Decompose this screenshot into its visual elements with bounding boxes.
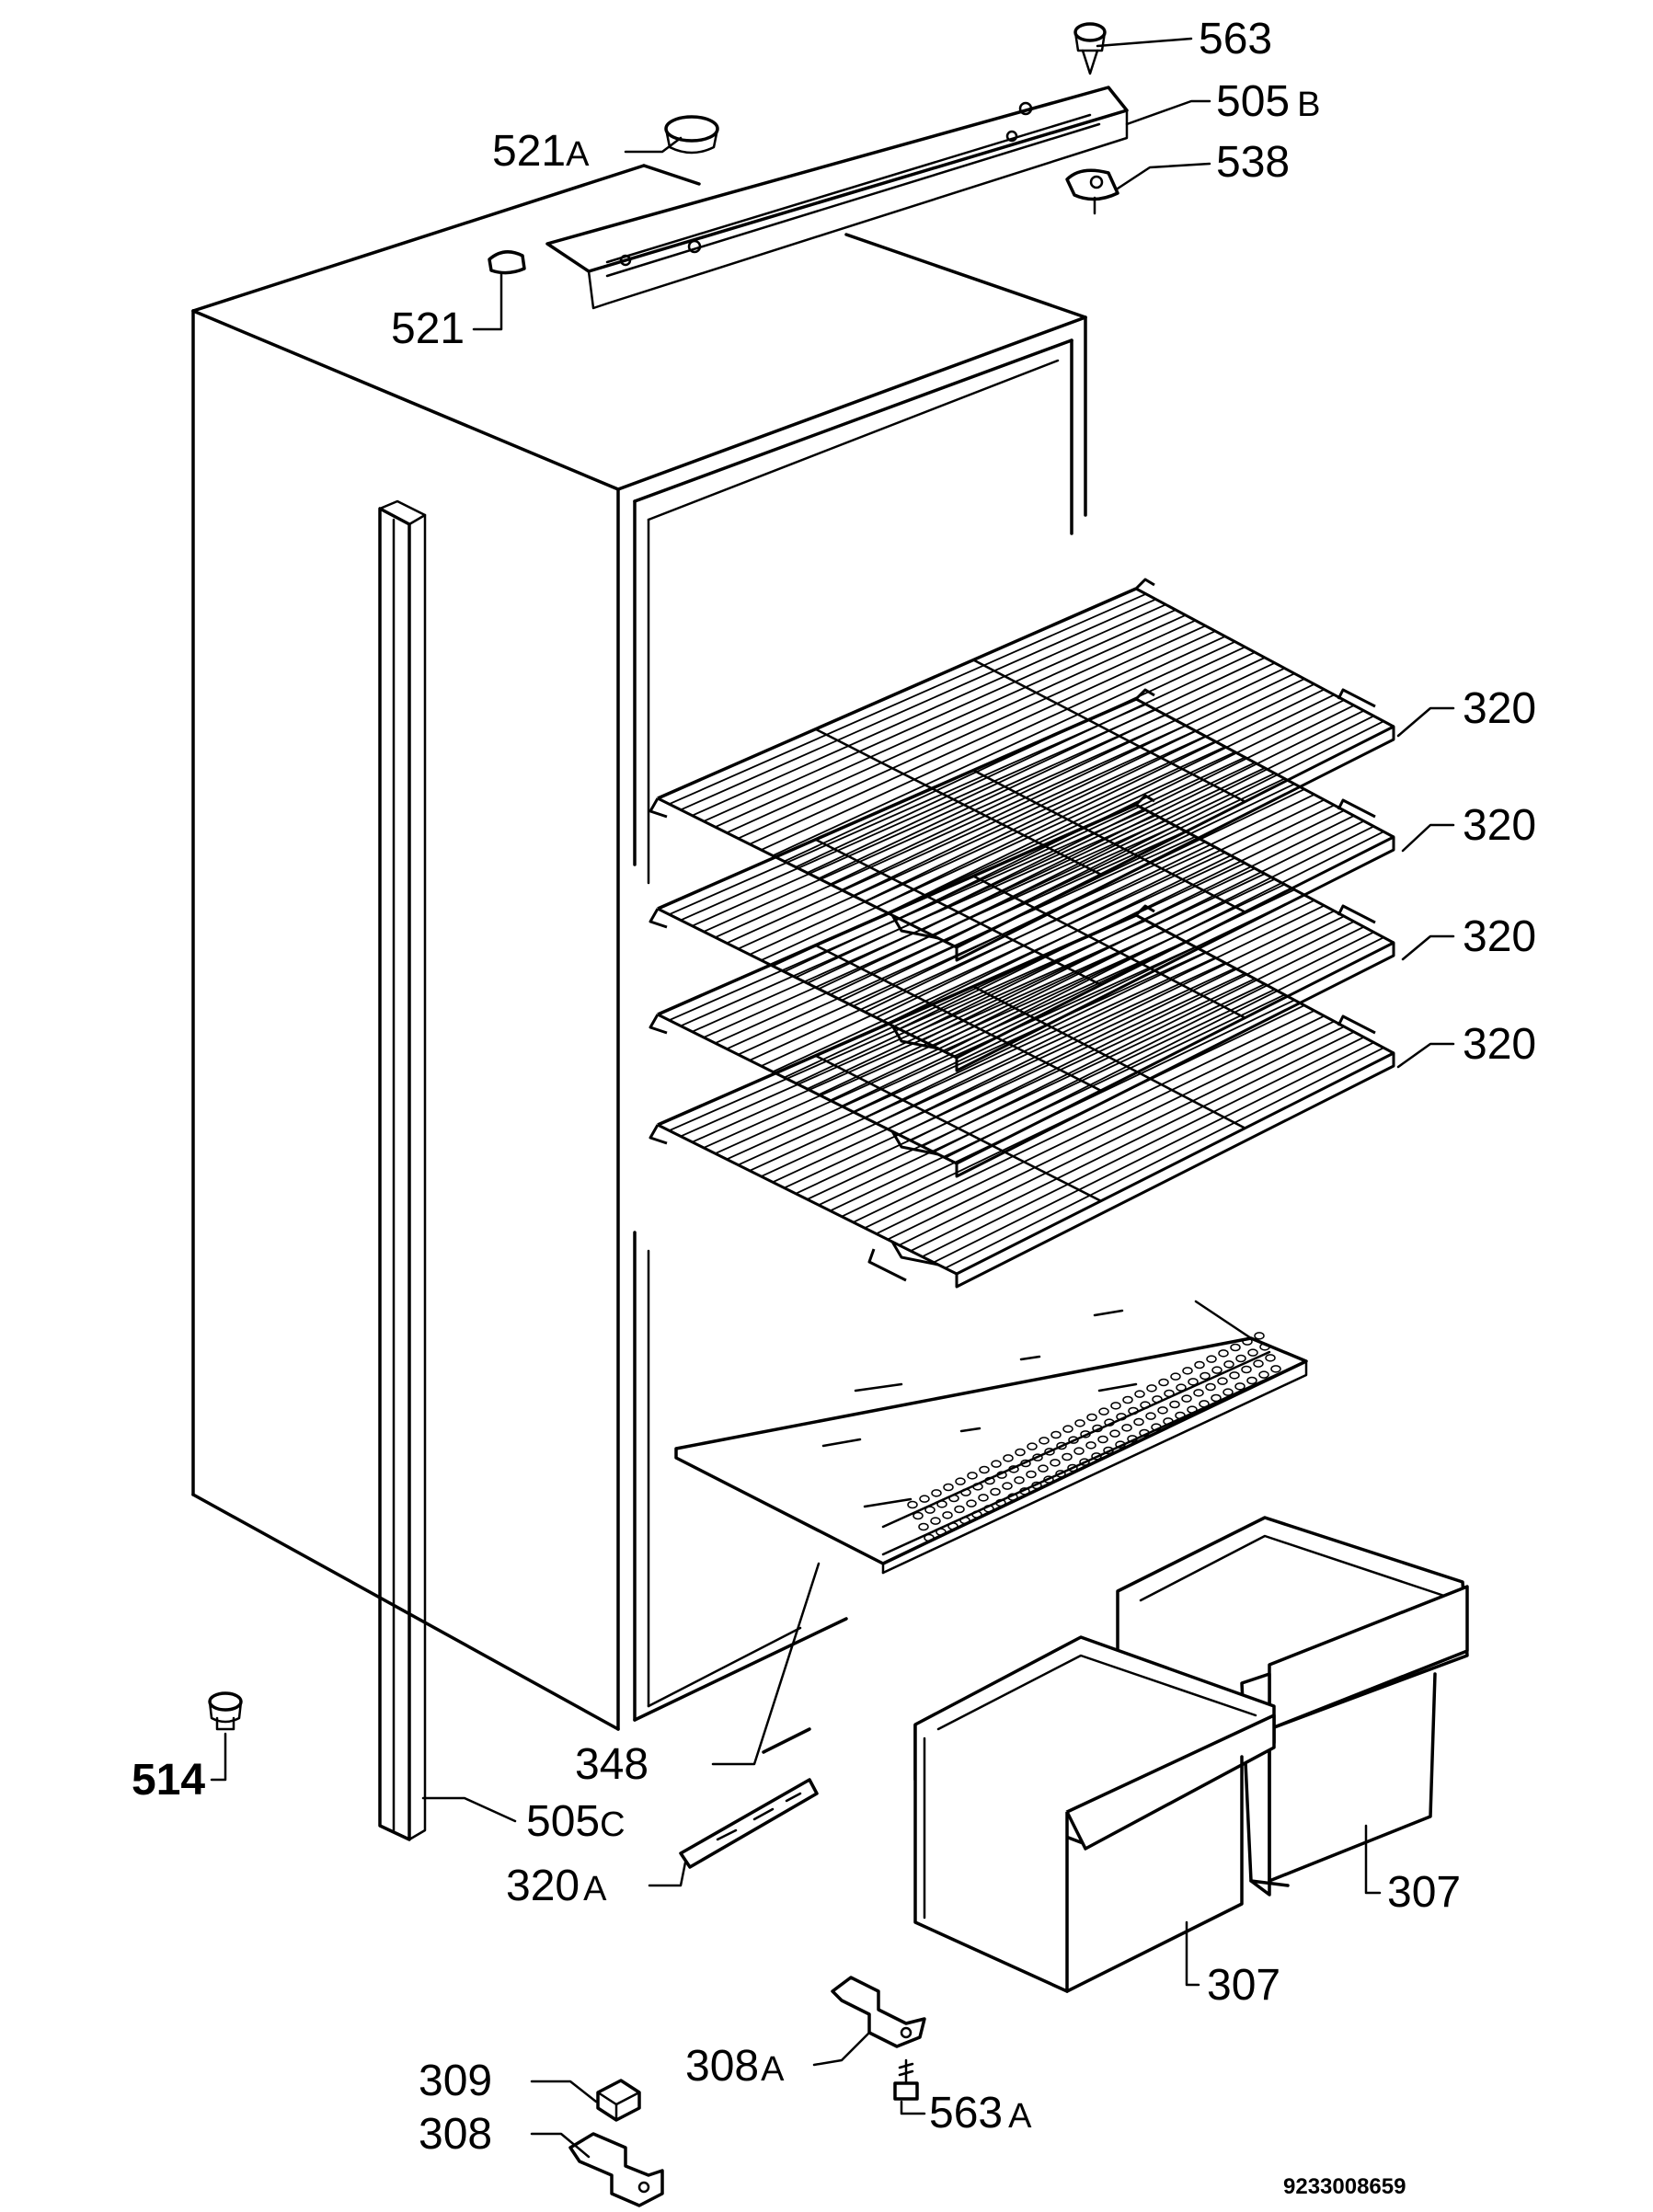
hinge-bush-538 [1065, 168, 1119, 215]
label-309: 309 [419, 2057, 492, 2105]
bracket-308 [568, 2132, 664, 2207]
label-521a: 521A [492, 127, 590, 176]
label-307-rear-drawer: 307 [1387, 1868, 1461, 1917]
spacer-309 [596, 2079, 641, 2122]
label-538: 538 [1216, 138, 1290, 187]
glass-shelf-vent-holes [907, 1332, 1281, 1542]
crisper-drawer-307-rear [1116, 1516, 1469, 1897]
label-348: 348 [575, 1740, 649, 1789]
cabinet-body [191, 164, 1087, 1754]
label-521: 521 [391, 304, 465, 353]
label-320-shelf-1: 320 [1463, 684, 1536, 733]
label-307-front-drawer: 307 [1207, 1961, 1280, 2010]
cap-521a [664, 115, 719, 155]
screw-563a [893, 2058, 919, 2101]
label-308: 308 [419, 2110, 492, 2159]
glass-shelf-348 [674, 1300, 1308, 1575]
label-563: 563 [1199, 15, 1272, 63]
label-505c: 505C [526, 1797, 626, 1846]
wire-shelf-3 [649, 794, 1395, 1178]
label-514: 514 [132, 1756, 205, 1805]
bracket-308a [831, 1976, 926, 2048]
foot-514 [208, 1691, 243, 1731]
label-320-shelf-4: 320 [1463, 1020, 1536, 1069]
wire-shelf-4 [649, 904, 1395, 1289]
leader-lines [210, 37, 1455, 2159]
wire-shelf-1 [649, 578, 1395, 962]
label-320-shelf-3: 320 [1463, 912, 1536, 961]
door-trim-strip-505c [378, 499, 427, 1841]
hinge-bar-505b [545, 86, 1129, 310]
shelf-support-rail-320a [679, 1778, 819, 1869]
label-320-shelf-2: 320 [1463, 801, 1536, 850]
hinge-pin-563 [1073, 22, 1107, 75]
drawing-number: 9233008659 [1283, 2174, 1406, 2199]
label-308a: 308A [685, 2042, 785, 2091]
cover-521 [488, 250, 526, 275]
crisper-drawer-307-front [913, 1635, 1276, 1993]
wire-shelves-320 [649, 578, 1395, 1289]
